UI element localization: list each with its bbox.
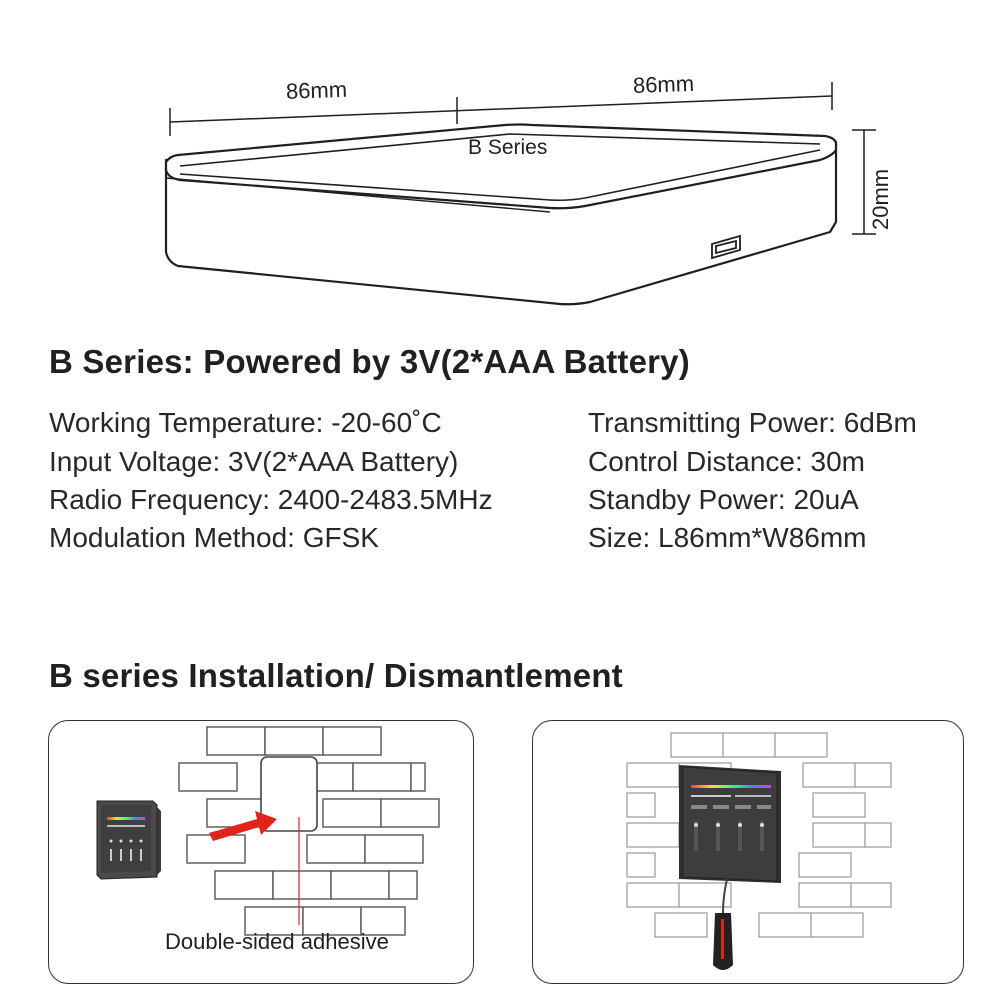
spec-modulation-method: Modulation Method: GFSK (49, 522, 379, 553)
red-arrow-icon (209, 811, 277, 841)
spec-transmitting-power: Transmitting Power: 6dBm (588, 407, 917, 438)
dismantlement-panel (532, 720, 964, 984)
device-dimension-diagram: 86mm 86mm 20mm B Series (164, 71, 893, 306)
height-dimension (852, 129, 876, 235)
spec-title: B Series: Powered by 3V(2*AAA Battery) (49, 343, 690, 380)
device-box (164, 123, 838, 306)
battery-slot (711, 234, 741, 260)
spec-input-voltage: Input Voltage: 3V(2*AAA Battery) (49, 446, 459, 477)
spec-size: Size: L86mm*W86mm (588, 522, 867, 553)
width-right-label: 86mm (633, 71, 695, 98)
adhesive-pad (260, 756, 318, 832)
adhesive-caption: Double-sided adhesive (165, 929, 389, 954)
installation-illustration (96, 726, 440, 936)
spec-control-distance: Control Distance: 30m (588, 446, 866, 477)
brick-wall (178, 726, 440, 936)
installation-panel: Double-sided adhesive (48, 720, 474, 984)
height-label: 20mm (868, 169, 893, 230)
width-left-label: 86mm (286, 77, 348, 104)
width-dimension (169, 82, 833, 136)
touch-panel-device (96, 800, 161, 880)
wall-touch-panel (679, 765, 781, 883)
device-series-label: B Series (468, 136, 547, 159)
spec-radio-frequency: Radio Frequency: 2400-2483.5MHz (49, 484, 493, 515)
installation-title: B series Installation/ Dismantlement (49, 657, 623, 694)
spec-standby-power: Standby Power: 20uA (588, 484, 859, 515)
dismantlement-illustration (626, 732, 892, 970)
spec-working-temperature: Working Temperature: -20-60˚C (49, 407, 442, 438)
screwdriver-icon (713, 878, 733, 970)
